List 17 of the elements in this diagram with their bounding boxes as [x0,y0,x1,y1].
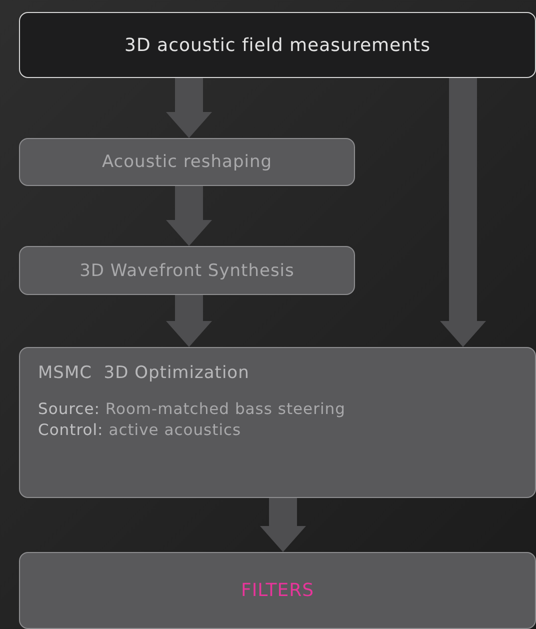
process-box [19,138,355,186]
node-label: 3D acoustic field measurements [124,34,430,56]
panel-text: Control: active acoustics [38,420,242,441]
block-arrow [166,295,212,347]
process-panel [19,347,536,498]
node-label: FILTERS [240,580,314,601]
panel-text: Source: Room-matched bass steering [38,398,346,420]
output-box [19,552,536,629]
process-box [19,246,355,295]
node-label: 3D Wavefront Synthesis [80,260,294,280]
process-box [19,12,536,78]
block-arrow [166,186,212,246]
panel-heading: MSMC 3D Optimization [38,362,250,385]
block-arrow [260,498,306,552]
node-label: Acoustic reshaping [102,152,272,172]
block-arrow [166,78,212,138]
block-arrow [440,78,486,347]
